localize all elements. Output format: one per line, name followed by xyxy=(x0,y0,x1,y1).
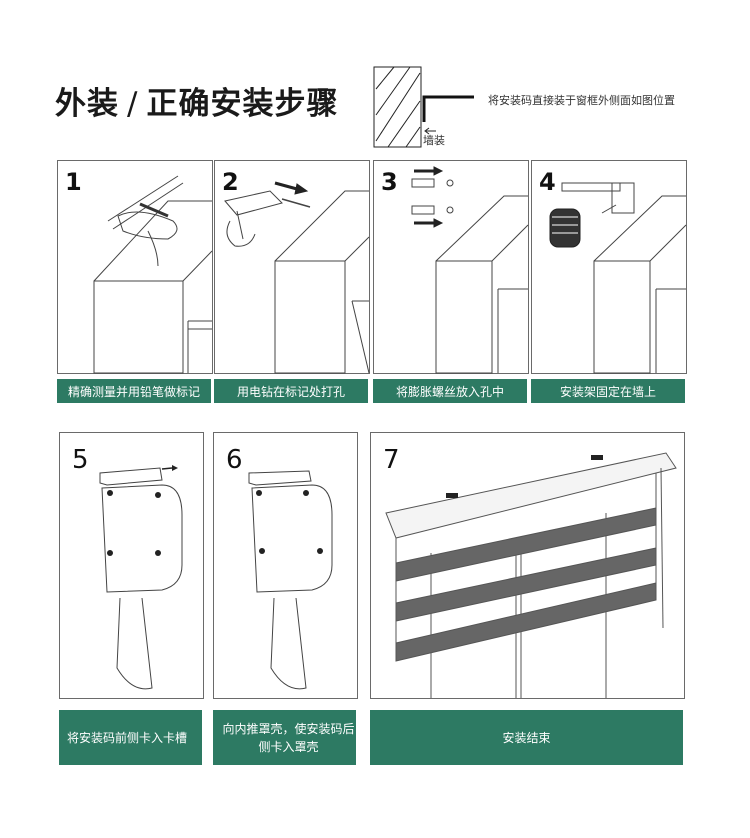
step-2-panel: 2 xyxy=(214,160,370,374)
step-1-caption: 精确测量并用铅笔做标记 xyxy=(57,379,211,403)
step-6-number: 6 xyxy=(226,445,243,475)
step-3-caption: 将膨胀螺丝放入孔中 xyxy=(373,379,527,403)
step-1-illustration xyxy=(93,175,213,374)
step-4-caption: 安装架固定在墙上 xyxy=(531,379,685,403)
step-1-number: 1 xyxy=(65,168,82,196)
step-6-panel: 6 xyxy=(213,432,358,699)
step-5-caption: 将安装码前侧卡入卡槽 xyxy=(59,710,202,765)
title-slash: / xyxy=(127,86,139,122)
step-2-number: 2 xyxy=(222,168,239,196)
step-7-number: 7 xyxy=(383,445,400,475)
step-7-caption: 安装结束 xyxy=(370,710,683,765)
step-2-caption: 用电钻在标记处打孔 xyxy=(214,379,368,403)
mounting-note: 将安装码直接装于窗框外侧面如图位置 xyxy=(488,94,675,107)
step-6-caption: 向内推罩壳，使安装码后侧卡入罩壳 xyxy=(213,710,356,765)
step-4-illustration xyxy=(549,182,687,374)
step-5-number: 5 xyxy=(72,445,89,475)
step-3-illustration xyxy=(411,166,529,374)
title-left: 外装 xyxy=(55,86,119,122)
step-3-panel: 3 xyxy=(373,160,529,374)
title-right: 正确安装步骤 xyxy=(146,86,339,122)
step-3-number: 3 xyxy=(381,168,398,196)
step-1-panel: 1 xyxy=(57,160,213,374)
step-4-panel: 4 xyxy=(531,160,687,374)
step-4-number: 4 xyxy=(539,168,556,196)
step-5-panel: 5 xyxy=(59,432,204,699)
step-7-illustration xyxy=(385,452,677,698)
page-title: 外装/正确安装步骤 xyxy=(55,78,338,123)
wall-illustration xyxy=(373,66,474,149)
step-6-illustration xyxy=(248,470,333,690)
step-7-panel: 7 xyxy=(370,432,685,699)
step-2-illustration xyxy=(224,181,370,374)
wall-mount-label: 墙装 xyxy=(423,134,445,147)
step-5-illustration xyxy=(99,465,183,690)
